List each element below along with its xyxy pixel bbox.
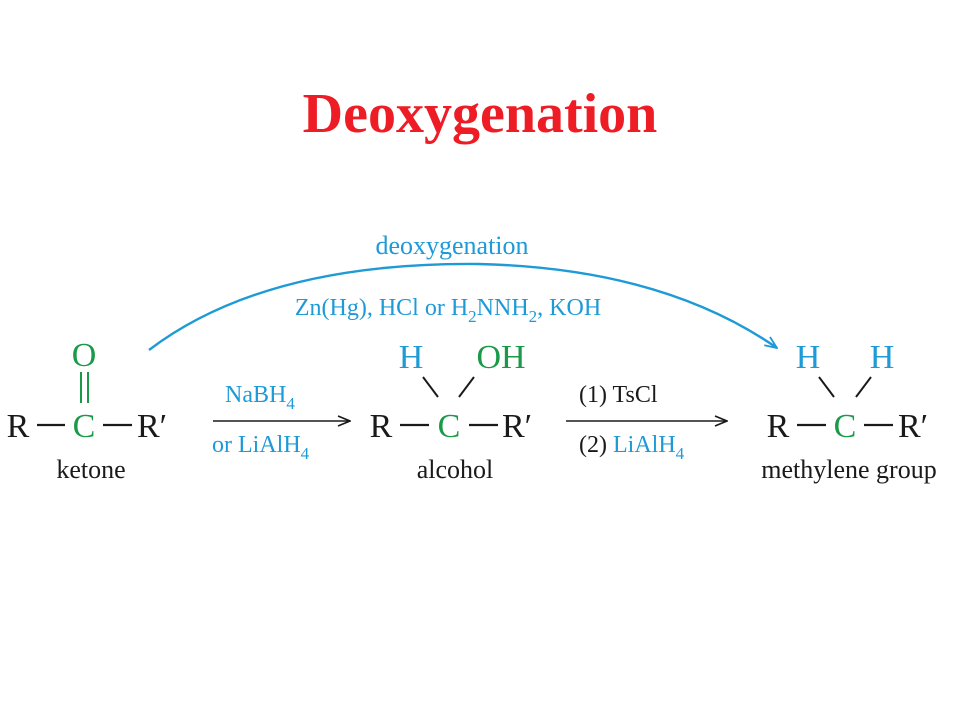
- ketone-structure: O R C R′ ketone: [7, 337, 167, 484]
- methylene-hydrogen-right: H: [870, 339, 895, 376]
- methylene-bond-h-right: [855, 376, 872, 398]
- deoxygenation-curved-arrow: [148, 262, 777, 351]
- methylene-r-right: R′: [898, 408, 928, 445]
- step1-reagent-top: NaBH4: [225, 382, 295, 413]
- alcohol-structure: H OH R C R′ alcohol: [370, 339, 532, 484]
- alcohol-r-left: R: [370, 408, 393, 445]
- deoxygenation-label: deoxygenation: [375, 231, 528, 260]
- step2-reagent-top: (1) TsCl: [579, 382, 658, 408]
- page-title: Deoxygenation: [303, 83, 658, 145]
- methylene-hydrogen-left: H: [796, 339, 821, 376]
- alcohol-bond-h: [422, 376, 439, 398]
- alcohol-hydrogen: H: [399, 339, 424, 376]
- step2-reagent-bottom: (2) LiAlH4: [579, 432, 685, 463]
- alcohol-bond-oh: [458, 376, 475, 398]
- methylene-r-left: R: [767, 408, 790, 445]
- alcohol-caption: alcohol: [417, 455, 494, 484]
- alcohol-r-right: R′: [502, 408, 532, 445]
- alcohol-hydroxyl: OH: [476, 339, 525, 376]
- ketone-caption: ketone: [56, 455, 125, 484]
- methylene-structure: H H R C R′ methylene group: [761, 339, 936, 484]
- alcohol-carbon: C: [438, 408, 461, 445]
- ketone-r-right: R′: [137, 408, 167, 445]
- ketone-r-left: R: [7, 408, 30, 445]
- deoxygenation-reagents: Zn(Hg), HCl or H2NNH2, KOH: [295, 295, 601, 326]
- methylene-caption: methylene group: [761, 455, 936, 484]
- step1-reagent-bottom: or LiAlH4: [212, 432, 310, 463]
- methylene-bond-h-left: [818, 376, 835, 398]
- ketone-carbon: C: [73, 408, 96, 445]
- methylene-carbon: C: [834, 408, 857, 445]
- ketone-oxygen: O: [72, 337, 97, 374]
